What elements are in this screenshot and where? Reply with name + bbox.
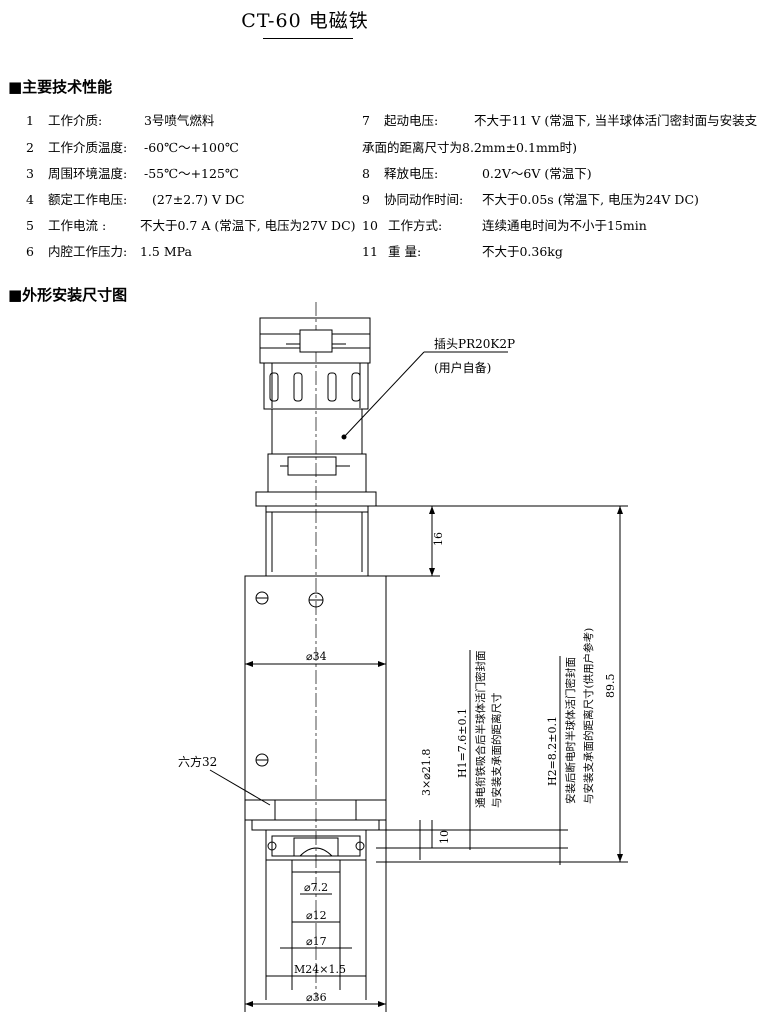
h2-note-2: 与安装支承面的距离尺寸(供用户参考) <box>582 628 595 804</box>
spec-item-2: 2 工作介质温度: -60℃～+100℃ <box>26 137 239 156</box>
spec-label: 工作介质: <box>47 113 103 128</box>
dim-16: 16 <box>432 532 445 546</box>
spec-value: 不大于11 V (常温下, 当半球体活门密封面与安装支 <box>473 113 757 128</box>
spec-item-10: 10 工作方式: 连续通电时间为不小于15min <box>362 215 647 234</box>
spec-num: 7 <box>362 113 370 128</box>
spec-value: (27±2.7) V DC <box>151 192 245 207</box>
drawing-heading: ■外形安装尺寸图 <box>8 286 128 304</box>
plug-label: 插头PR20K2P <box>434 337 515 351</box>
dim-10: 10 <box>438 830 451 844</box>
spec-label: 释放电压: <box>383 166 439 181</box>
dim-phi17: ⌀17 <box>306 935 327 948</box>
spec-value: 不大于0.36kg <box>481 244 563 259</box>
spec-num: 2 <box>26 140 34 155</box>
spec-num: 5 <box>26 218 34 233</box>
spec-value: 不大于0.7 A (常温下, 电压为27V DC) <box>139 218 356 233</box>
socket-thread <box>265 505 369 577</box>
spec-label: 起动电压: <box>383 113 439 128</box>
spec-value: 0.2V～6V (常温下) <box>481 166 592 181</box>
spec-item-7: 7 起动电压: 不大于11 V (常温下, 当半球体活门密封面与安装支 <box>362 110 757 129</box>
dim-phi36: ⌀36 <box>306 991 327 1004</box>
spec-item-7-continued: 承面的距离尺寸为8.2mm±0.1mm时) <box>362 140 578 155</box>
h1-dim: H1=7.6±0.1 <box>456 708 469 778</box>
dim-89-5: 89.5 <box>604 674 617 699</box>
h2-note-1: 安装后断电时半球体活门密封面 <box>564 657 577 804</box>
spec-label: 周围环境温度: <box>47 166 128 181</box>
spec-value: 3号喷气燃料 <box>143 113 215 128</box>
spec-label: 协同动作时间: <box>383 192 464 207</box>
spec-label: 重 量: <box>387 244 422 259</box>
spec-value: 连续通电时间为不小于15min <box>481 218 647 233</box>
spec-num: 6 <box>26 244 34 259</box>
spec-item-3: 3 周围环境温度: -55℃～+125℃ <box>26 163 239 182</box>
spec-num: 11 <box>362 244 378 259</box>
spec-num: 1 <box>26 113 34 128</box>
plug-leader <box>343 351 425 438</box>
spec-item-9: 9 协同动作时间: 不大于0.05s (常温下, 电压为24V DC) <box>362 189 699 208</box>
page-title: CT-60 电磁铁 <box>241 10 369 32</box>
spec-num: 3 <box>26 166 34 181</box>
spec-item-5: 5 工作电流 : 不大于0.7 A (常温下, 电压为27V DC) <box>26 215 356 234</box>
spec-value: -60℃～+100℃ <box>143 140 239 155</box>
spec-label: 额定工作电压: <box>47 192 128 207</box>
spec-label: 工作电流 : <box>47 218 107 233</box>
spec-item-1: 1 工作介质: 3号喷气燃料 <box>26 110 214 129</box>
spec-num: 4 <box>26 192 34 207</box>
specs-heading: ■主要技术性能 <box>8 78 113 96</box>
spec-value: -55℃～+125℃ <box>143 166 239 181</box>
hex-leader <box>209 769 271 806</box>
installation-drawing: 插头PR20K2P (用户自备) 六方32 16 89.5 ⌀34 3×⌀21.… <box>178 302 628 1012</box>
title-underline <box>263 38 353 39</box>
dim-m24: M24×1.5 <box>294 963 346 976</box>
spec-num: 10 <box>362 218 378 233</box>
spec-label: 工作方式: <box>387 218 443 233</box>
hex-label: 六方32 <box>178 754 217 769</box>
spec-value: 1.5 MPa <box>139 244 192 259</box>
plug-note: (用户自备) <box>434 360 491 375</box>
dim-phi34: ⌀34 <box>306 650 327 663</box>
dim-phi7-2: ⌀7.2 <box>304 881 328 894</box>
dim-3xphi21-8: 3×⌀21.8 <box>420 749 433 796</box>
spec-label: 内腔工作压力: <box>47 244 128 259</box>
h1-note-1: 通电衔铁吸合后半球体活门密封面 <box>474 651 487 809</box>
spec-num: 8 <box>362 166 370 181</box>
plug-lower-body <box>267 453 367 493</box>
spec-item-11: 11 重 量: 不大于0.36kg <box>362 241 563 260</box>
spec-num: 9 <box>362 192 370 207</box>
spec-item-4: 4 额定工作电压: (27±2.7) V DC <box>26 189 245 208</box>
dim-phi12: ⌀12 <box>306 909 327 922</box>
spec-item-8: 8 释放电压: 0.2V～6V (常温下) <box>362 163 592 182</box>
h1-note-2: 与安装支承面的距离尺寸 <box>490 693 503 809</box>
h2-dim: H2=8.2±0.1 <box>546 716 559 786</box>
main-body <box>244 575 387 801</box>
spec-item-6: 6 内腔工作压力: 1.5 MPa <box>26 241 192 260</box>
spec-label: 工作介质温度: <box>47 140 128 155</box>
spec-value: 不大于0.05s (常温下, 电压为24V DC) <box>481 192 699 207</box>
